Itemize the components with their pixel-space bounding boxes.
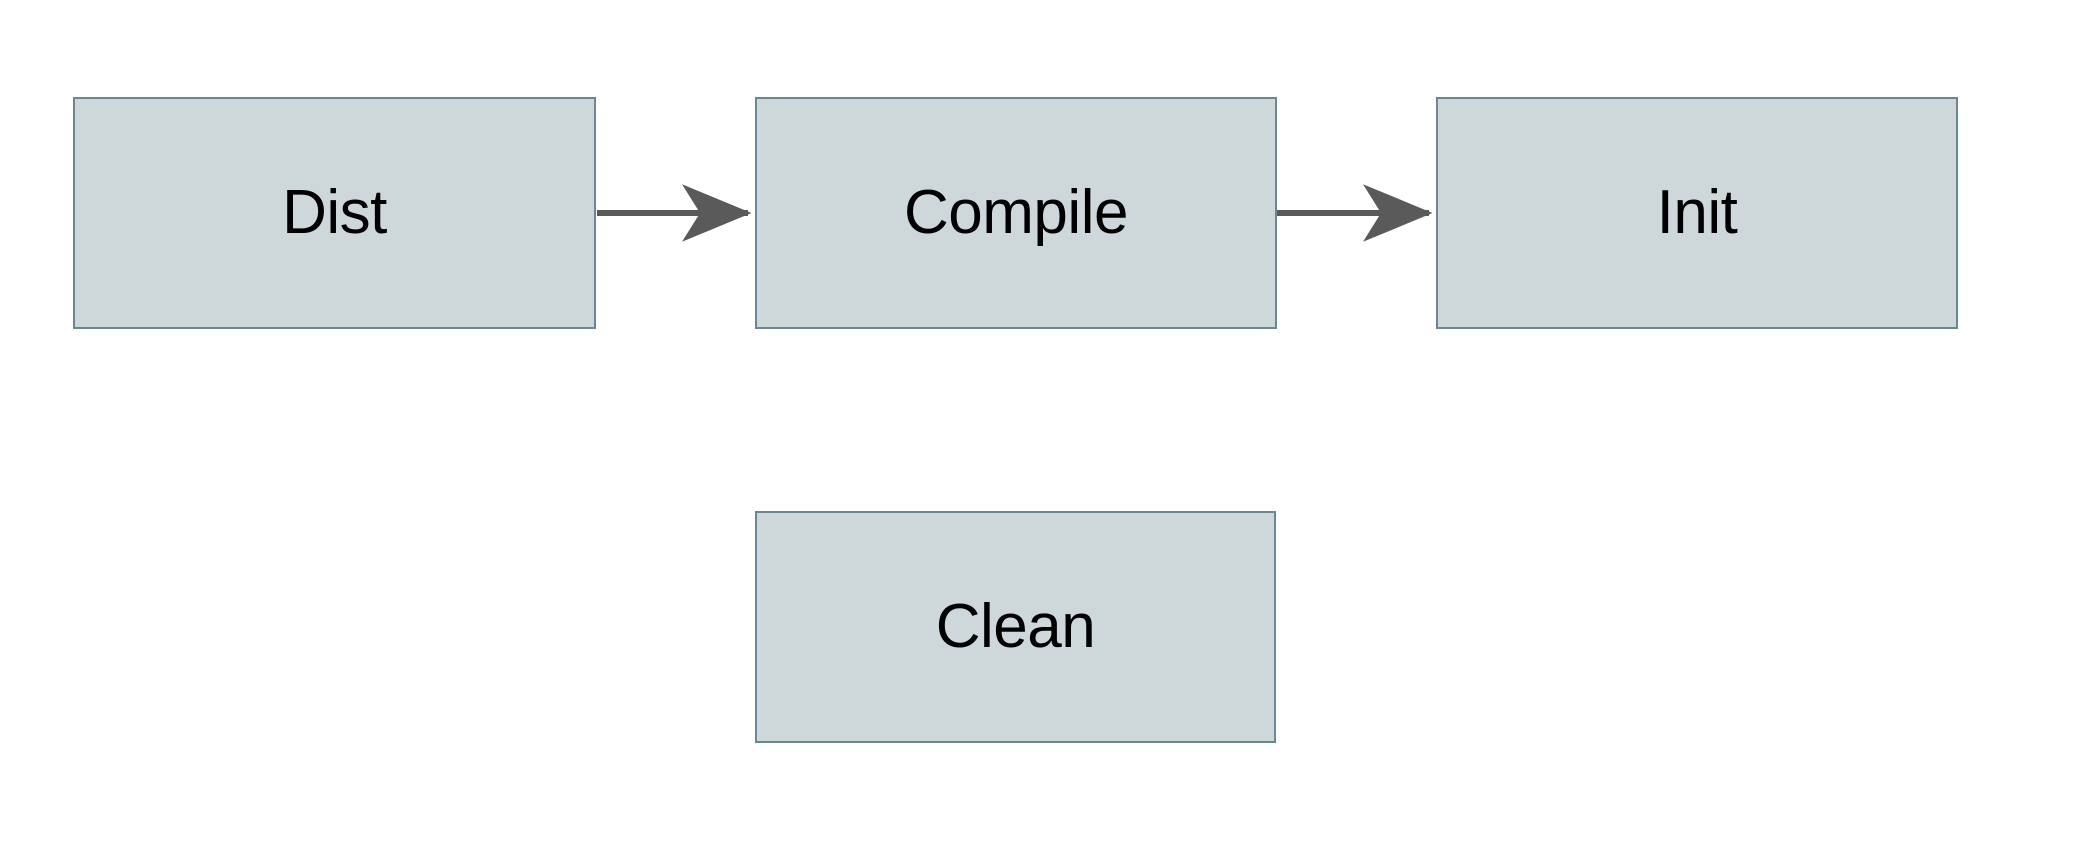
node-clean-label: Clean [935, 592, 1096, 661]
node-init[interactable]: Init [1436, 97, 1958, 329]
node-init-label: Init [1656, 178, 1738, 247]
node-clean[interactable]: Clean [755, 511, 1276, 743]
node-dist[interactable]: Dist [73, 97, 596, 329]
node-compile-label: Compile [904, 178, 1128, 247]
node-dist-label: Dist [282, 178, 387, 247]
node-compile[interactable]: Compile [755, 97, 1277, 329]
